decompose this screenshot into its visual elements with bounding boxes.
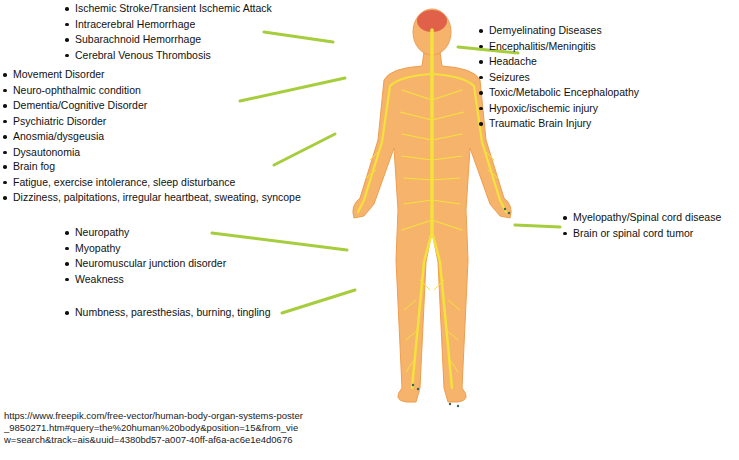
condition-label: Brain or spinal cord tumor bbox=[573, 227, 693, 239]
bullet-dot bbox=[479, 122, 483, 126]
bullet-dot bbox=[3, 73, 7, 77]
leader-line bbox=[515, 225, 560, 227]
condition-label: Neuropathy bbox=[75, 226, 129, 238]
bullet-dot bbox=[479, 29, 483, 33]
condition-label: Dysautonomia bbox=[13, 146, 80, 158]
bullet-dot bbox=[65, 311, 69, 315]
bullet-item: Traumatic Brain Injury bbox=[478, 117, 591, 130]
condition-label: Headache bbox=[489, 55, 537, 67]
bullet-item: Toxic/Metabolic Encephalopathy bbox=[478, 86, 639, 99]
bullet-dot bbox=[563, 232, 567, 236]
bullet-item: Anosmia/dysgeusia bbox=[2, 130, 104, 143]
condition-label: Anosmia/dysgeusia bbox=[13, 130, 104, 142]
bullet-item: Fatigue, exercise intolerance, sleep dis… bbox=[2, 176, 235, 189]
condition-label: Subarachnoid Hemorrhage bbox=[75, 33, 201, 45]
condition-label: Psychiatric Disorder bbox=[13, 115, 106, 127]
bullet-dot bbox=[65, 7, 69, 11]
condition-label: Encephalitis/Meningitis bbox=[489, 40, 596, 52]
leader-lines bbox=[212, 32, 560, 313]
bullet-item: Myopathy bbox=[64, 242, 121, 255]
bullet-dot bbox=[65, 247, 69, 251]
bullet-item: Seizures bbox=[478, 71, 530, 84]
bullet-item: Headache bbox=[478, 55, 537, 68]
bullet-dot bbox=[3, 104, 7, 108]
condition-label: Traumatic Brain Injury bbox=[489, 117, 591, 129]
condition-label: Seizures bbox=[489, 71, 530, 83]
bullet-dot bbox=[3, 151, 7, 155]
bullet-dot bbox=[3, 89, 7, 93]
bullet-item: Neuro-ophthalmic condition bbox=[2, 84, 141, 97]
bullet-dot bbox=[479, 91, 483, 95]
bullet-dot bbox=[3, 135, 7, 139]
bullet-dot bbox=[3, 181, 7, 185]
condition-label: Numbness, paresthesias, burning, tinglin… bbox=[75, 306, 271, 318]
bullet-item: Demyelinating Diseases bbox=[478, 24, 602, 37]
condition-label: Brain fog bbox=[13, 160, 55, 172]
condition-label: Hypoxic/ischemic injury bbox=[489, 102, 598, 114]
condition-label: Neuromuscular junction disorder bbox=[75, 257, 226, 269]
bullet-item: Dizziness, palpitations, irregular heart… bbox=[2, 191, 301, 204]
bullet-item: Brain fog bbox=[2, 160, 55, 173]
bullet-dot bbox=[65, 231, 69, 235]
bullet-item: Neuropathy bbox=[64, 226, 129, 239]
condition-label: Weakness bbox=[75, 273, 124, 285]
bullet-item: Encephalitis/Meningitis bbox=[478, 40, 596, 53]
bullet-dot bbox=[65, 262, 69, 266]
bullet-item: Ischemic Stroke/Transient Ischemic Attac… bbox=[64, 2, 272, 15]
bullet-item: Neuromuscular junction disorder bbox=[64, 257, 226, 270]
bullet-item: Subarachnoid Hemorrhage bbox=[64, 33, 201, 46]
bullet-dot bbox=[479, 45, 483, 49]
condition-label: Myelopathy/Spinal cord disease bbox=[573, 211, 721, 223]
condition-label: Cerebral Venous Thrombosis bbox=[75, 49, 211, 61]
source-url: https://www.freepik.com/free-vector/huma… bbox=[4, 410, 304, 446]
condition-label: Toxic/Metabolic Encephalopathy bbox=[489, 86, 639, 98]
leader-line bbox=[274, 134, 335, 165]
bullet-item: Dysautonomia bbox=[2, 146, 80, 159]
condition-label: Myopathy bbox=[75, 242, 121, 254]
bullet-item: Weakness bbox=[64, 273, 124, 286]
bullet-dot bbox=[65, 23, 69, 27]
condition-label: Intracerebral Hemorrhage bbox=[75, 18, 195, 30]
bullet-item: Movement Disorder bbox=[2, 68, 105, 81]
bullet-item: Intracerebral Hemorrhage bbox=[64, 18, 195, 31]
bullet-dot bbox=[479, 60, 483, 64]
condition-label: Neuro-ophthalmic condition bbox=[13, 84, 141, 96]
bullet-dot bbox=[3, 196, 7, 200]
bullet-item: Cerebral Venous Thrombosis bbox=[64, 49, 211, 62]
bullet-item: Hypoxic/ischemic injury bbox=[478, 102, 598, 115]
bullet-dot bbox=[563, 216, 567, 220]
bullet-dot bbox=[65, 278, 69, 282]
bullet-item: Dementia/Cognitive Disorder bbox=[2, 99, 147, 112]
leader-line bbox=[240, 78, 345, 101]
bullet-dot bbox=[479, 107, 483, 111]
condition-label: Dizziness, palpitations, irregular heart… bbox=[13, 191, 301, 203]
bullet-dot bbox=[479, 76, 483, 80]
human-body bbox=[353, 9, 511, 407]
condition-label: Demyelinating Diseases bbox=[489, 24, 602, 36]
bullet-item: Brain or spinal cord tumor bbox=[562, 227, 693, 240]
condition-label: Fatigue, exercise intolerance, sleep dis… bbox=[13, 176, 235, 188]
condition-label: Dementia/Cognitive Disorder bbox=[13, 99, 147, 111]
bullet-item: Numbness, paresthesias, burning, tinglin… bbox=[64, 306, 271, 319]
leader-line bbox=[212, 233, 347, 250]
leader-line bbox=[264, 32, 333, 42]
condition-label: Movement Disorder bbox=[13, 68, 105, 80]
bullet-dot bbox=[65, 54, 69, 58]
bullet-dot bbox=[65, 38, 69, 42]
bullet-dot bbox=[3, 120, 7, 124]
bullet-item: Myelopathy/Spinal cord disease bbox=[562, 211, 721, 224]
marks bbox=[412, 208, 510, 407]
bullet-dot bbox=[3, 165, 7, 169]
leader-line bbox=[282, 290, 355, 313]
condition-label: Ischemic Stroke/Transient Ischemic Attac… bbox=[75, 2, 272, 14]
nerves bbox=[358, 30, 506, 388]
bullet-item: Psychiatric Disorder bbox=[2, 115, 106, 128]
